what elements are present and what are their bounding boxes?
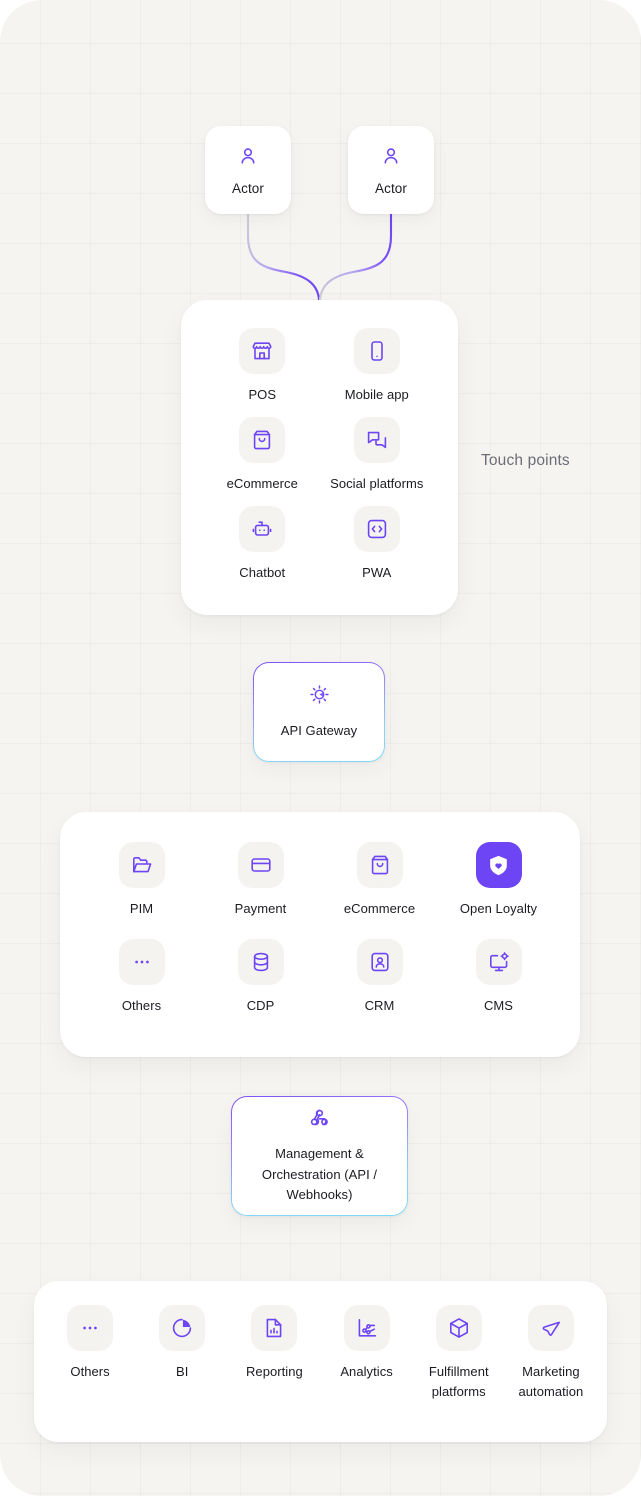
touch-points-panel: POS Mobile app: [181, 300, 458, 615]
service-label: CDP: [246, 997, 275, 1013]
touchpoint-mobile-app[interactable]: Mobile app: [320, 328, 435, 417]
services-panel: PIM Payment: [60, 812, 580, 1057]
service-crm[interactable]: CRM: [320, 938, 439, 1036]
user-icon: [237, 145, 259, 172]
folder-icon: [118, 842, 165, 888]
downstream-label: Fulfillment platforms: [428, 1364, 489, 1400]
shopping-bag-icon: [239, 417, 286, 463]
gear-icon: [308, 683, 331, 711]
service-label: CMS: [483, 997, 514, 1013]
store-icon: [239, 328, 286, 374]
shopping-bag-icon: [356, 842, 403, 888]
robot-icon: [239, 506, 286, 552]
document-chart-icon: [251, 1305, 298, 1351]
service-label: Others: [121, 997, 162, 1013]
touchpoint-label: Social platforms: [330, 476, 424, 491]
touchpoint-pos[interactable]: POS: [205, 328, 320, 417]
touch-points-section-label: Touch points: [481, 452, 570, 469]
downstream-label: Marketing automation: [518, 1364, 584, 1400]
credit-card-icon: [237, 842, 284, 888]
actor-label: Actor: [374, 180, 407, 196]
touchpoint-pwa[interactable]: PWA: [320, 506, 435, 595]
service-others[interactable]: Others: [82, 938, 201, 1036]
downstream-panel: Others BI: [34, 1281, 607, 1442]
downstream-reporting[interactable]: Reporting: [228, 1305, 320, 1424]
touchpoint-social-platforms[interactable]: Social platforms: [320, 417, 435, 506]
downstream-analytics[interactable]: Analytics: [320, 1305, 412, 1424]
downstream-bi[interactable]: BI: [136, 1305, 228, 1424]
actor-label: Actor: [231, 180, 264, 196]
service-label: eCommerce: [343, 901, 416, 916]
touchpoint-ecommerce[interactable]: eCommerce: [205, 417, 320, 506]
downstream-label: BI: [176, 1364, 189, 1379]
user-card-icon: [356, 938, 403, 985]
service-label: PIM: [129, 901, 154, 916]
service-cdp[interactable]: CDP: [201, 938, 320, 1036]
downstream-others[interactable]: Others: [44, 1305, 136, 1424]
code-brackets-icon: [353, 506, 400, 552]
service-pim[interactable]: PIM: [82, 842, 201, 939]
pie-chart-icon: [159, 1305, 206, 1351]
service-payment[interactable]: Payment: [201, 842, 320, 939]
shield-heart-icon: [475, 842, 522, 888]
service-open-loyalty[interactable]: Open Loyalty: [439, 842, 558, 939]
actor-card-1[interactable]: Actor: [205, 126, 291, 214]
touchpoint-label: eCommerce: [226, 476, 298, 491]
orchestration-card[interactable]: Management & Orchestration (API / Webhoo…: [231, 1096, 408, 1216]
api-gateway-card[interactable]: API Gateway: [253, 662, 385, 762]
downstream-fulfillment-platforms[interactable]: Fulfillment platforms: [413, 1305, 505, 1424]
chat-bubbles-icon: [353, 417, 400, 463]
line-chart-nodes-icon: [343, 1305, 390, 1351]
service-cms[interactable]: CMS: [439, 938, 558, 1036]
ellipsis-icon: [118, 938, 165, 985]
downstream-label: Analytics: [340, 1364, 393, 1379]
megaphone-icon: [527, 1305, 574, 1351]
downstream-label: Reporting: [245, 1364, 303, 1379]
service-label: Open Loyalty: [459, 901, 538, 916]
user-icon: [380, 145, 402, 172]
touchpoint-label: POS: [248, 387, 277, 402]
touchpoint-label: Chatbot: [239, 565, 286, 580]
mobile-phone-icon: [353, 328, 400, 374]
api-gateway-label: API Gateway: [280, 722, 358, 738]
orchestration-label: Management & Orchestration (API / Webhoo…: [261, 1146, 378, 1203]
downstream-marketing-automation[interactable]: Marketing automation: [505, 1305, 597, 1424]
webhook-icon: [308, 1106, 331, 1134]
actor-card-2[interactable]: Actor: [348, 126, 434, 214]
touchpoint-label: PWA: [362, 565, 392, 580]
touchpoint-label: Mobile app: [344, 387, 409, 402]
database-icon: [237, 938, 284, 985]
service-ecommerce[interactable]: eCommerce: [320, 842, 439, 939]
service-label: CRM: [364, 997, 395, 1013]
ellipsis-icon: [67, 1305, 114, 1351]
downstream-label: Others: [70, 1364, 110, 1379]
service-label: Payment: [234, 901, 287, 916]
touchpoint-chatbot[interactable]: Chatbot: [205, 506, 320, 595]
box-3d-icon: [435, 1305, 482, 1351]
monitor-gear-icon: [475, 938, 522, 985]
